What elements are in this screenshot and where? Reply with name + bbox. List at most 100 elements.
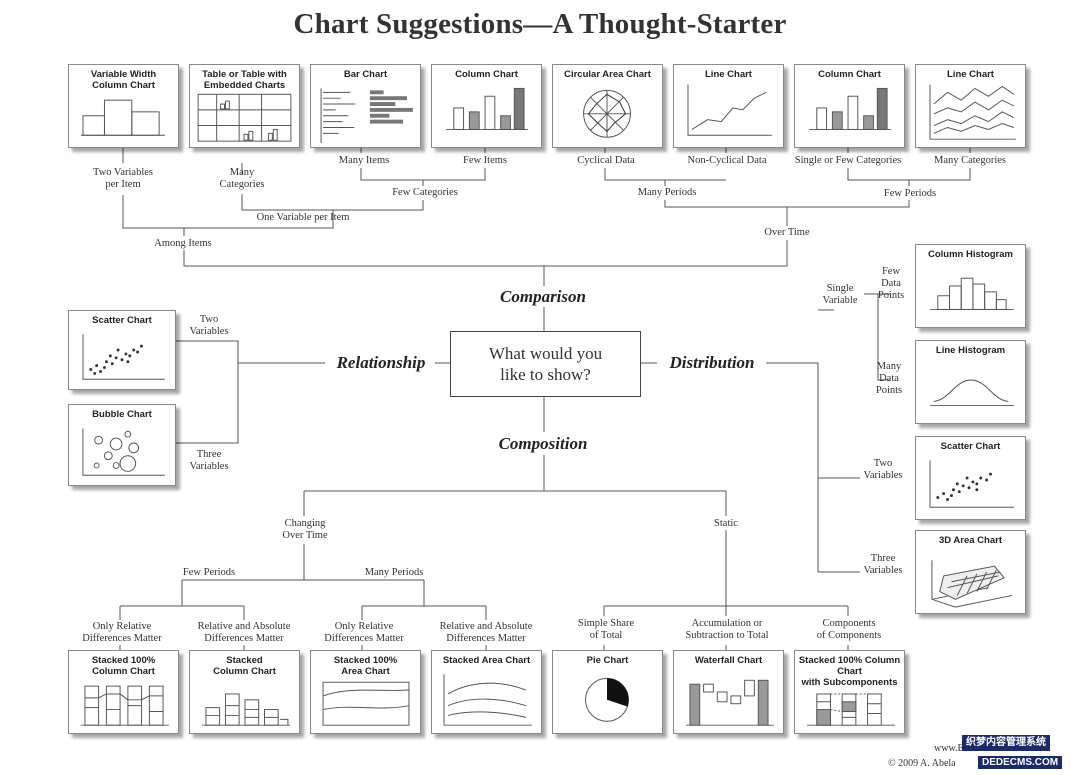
card-title: Stacked 100% Column Chart bbox=[91, 655, 156, 677]
card-title: 3D Area Chart bbox=[938, 535, 1002, 546]
label-over-time: Over Time bbox=[764, 227, 810, 238]
label-relationship-two-variables: Two Variables bbox=[189, 314, 229, 337]
credit-url: www.Ex bbox=[934, 743, 969, 754]
card-title: Variable Width Column Chart bbox=[90, 69, 157, 91]
card-title: Scatter Chart bbox=[92, 315, 152, 326]
card-pie-chart: Pie Chart bbox=[552, 650, 663, 734]
watermark-en: DEDECMS.COM bbox=[978, 756, 1063, 769]
card-title: Column Chart bbox=[818, 69, 881, 80]
stacked-column-icon bbox=[202, 693, 290, 726]
label-non-cyclical-data: Non-Cyclical Data bbox=[687, 155, 767, 166]
card-line-histogram: Line Histogram bbox=[915, 340, 1026, 424]
label-few-data-points: Few Data Points bbox=[877, 266, 905, 301]
credit-copyright: © 2009 A. Abela bbox=[888, 758, 956, 769]
card-stacked-100-column: Stacked 100% Column Chart bbox=[68, 650, 179, 734]
card-bar-chart: Bar Chart bbox=[310, 64, 421, 148]
card-title: Table or Table with Embedded Charts bbox=[202, 69, 287, 91]
card-table-embedded-charts: Table or Table with Embedded Charts bbox=[189, 64, 300, 148]
card-column-chart-few-items: Column Chart bbox=[431, 64, 542, 148]
label-many-items: Many Items bbox=[338, 155, 390, 166]
label-distribution-two-variables: Two Variables bbox=[863, 458, 903, 481]
card-bubble-chart: Bubble Chart bbox=[68, 404, 176, 486]
label-many-categories-table: Many Categories bbox=[219, 167, 265, 190]
line-chart-icon bbox=[687, 84, 772, 136]
label-one-variable-per-item: One Variable per Item bbox=[256, 212, 350, 223]
card-title: Bar Chart bbox=[343, 69, 388, 80]
label-only-relative-2: Only Relative Differences Matter bbox=[324, 621, 404, 644]
label-many-categories: Many Categories bbox=[933, 155, 1007, 166]
card-title: Line Chart bbox=[947, 69, 994, 80]
card-title: Line Histogram bbox=[935, 345, 1006, 356]
card-circular-area-chart: Circular Area Chart bbox=[552, 64, 663, 148]
center-question-box: What would you like to show? bbox=[450, 331, 641, 397]
label-cyclical-data: Cyclical Data bbox=[577, 155, 635, 166]
stacked-100-area-icon bbox=[322, 681, 410, 726]
label-many-periods-top: Many Periods bbox=[637, 187, 697, 198]
card-waterfall-chart: Waterfall Chart bbox=[673, 650, 784, 734]
card-title: Circular Area Chart bbox=[564, 69, 651, 80]
watermark-cn: 织梦内容管理系统 bbox=[962, 735, 1050, 751]
stacked-area-icon bbox=[443, 674, 532, 726]
label-few-periods-top: Few Periods bbox=[883, 188, 937, 199]
card-stacked-column: Stacked Column Chart bbox=[189, 650, 300, 734]
label-single-variable: Single Variable bbox=[822, 283, 858, 306]
label-components: Components of Components bbox=[816, 618, 882, 641]
stacked-100-column-icon bbox=[81, 685, 169, 726]
card-scatter-distribution: Scatter Chart bbox=[915, 436, 1026, 520]
radar-chart-icon bbox=[583, 89, 631, 138]
line-histogram-icon bbox=[929, 379, 1014, 406]
card-column-histogram: Column Histogram bbox=[915, 244, 1026, 328]
variable-width-column-icon bbox=[81, 99, 165, 136]
card-stacked-100-area: Stacked 100% Area Chart bbox=[310, 650, 421, 734]
label-few-items: Few Items bbox=[462, 155, 508, 166]
card-title: Stacked Column Chart bbox=[213, 655, 276, 677]
label-many-periods-bottom: Many Periods bbox=[364, 567, 424, 578]
category-relationship: Relationship bbox=[336, 353, 426, 372]
card-line-chart-many: Line Chart bbox=[915, 64, 1026, 148]
bar-chart-icon bbox=[320, 88, 413, 144]
label-among-items: Among Items bbox=[154, 238, 212, 249]
card-title: Waterfall Chart bbox=[694, 655, 763, 666]
card-title: Scatter Chart bbox=[940, 441, 1001, 452]
card-line-chart-noncyclical: Line Chart bbox=[673, 64, 784, 148]
3d-area-chart-icon bbox=[931, 560, 1013, 608]
multi-line-chart-icon bbox=[929, 84, 1016, 140]
card-stacked-100-subcomponents: Stacked 100% Column Chart with Subcompon… bbox=[794, 650, 905, 734]
column-chart-icon bbox=[808, 87, 891, 130]
label-accumulation: Accumulation or Subtraction to Total bbox=[685, 618, 769, 641]
card-scatter-relationship: Scatter Chart bbox=[68, 310, 176, 390]
card-title: Stacked Area Chart bbox=[442, 655, 531, 666]
table-icon bbox=[197, 93, 292, 142]
label-static: Static bbox=[714, 518, 738, 529]
label-relationship-three-variables: Three Variables bbox=[189, 449, 229, 472]
card-3d-area-chart: 3D Area Chart bbox=[915, 530, 1026, 614]
pie-chart-icon bbox=[585, 677, 629, 722]
label-few-periods-bottom: Few Periods bbox=[182, 567, 236, 578]
waterfall-chart-icon bbox=[686, 679, 774, 726]
column-histogram-icon bbox=[929, 277, 1014, 310]
label-two-variables-per-item: Two Variables per Item bbox=[92, 167, 154, 190]
bubble-chart-icon bbox=[82, 428, 165, 476]
card-title: Pie Chart bbox=[586, 655, 629, 666]
label-single-or-few-categories: Single or Few Categories bbox=[794, 155, 902, 166]
category-composition: Composition bbox=[498, 434, 588, 453]
card-column-chart-periods: Column Chart bbox=[794, 64, 905, 148]
category-distribution: Distribution bbox=[669, 353, 755, 372]
label-simple-share: Simple Share of Total bbox=[577, 618, 635, 641]
scatter-chart-icon bbox=[929, 460, 1014, 508]
column-chart-icon bbox=[445, 87, 528, 130]
label-relative-absolute-1: Relative and Absolute Differences Matter bbox=[197, 621, 291, 644]
label-distribution-three-variables: Three Variables bbox=[863, 553, 903, 576]
card-title: Column Histogram bbox=[928, 249, 1013, 260]
category-comparison: Comparison bbox=[500, 287, 586, 306]
page-title: Chart Suggestions—A Thought-Starter bbox=[293, 8, 787, 40]
card-stacked-area: Stacked Area Chart bbox=[431, 650, 542, 734]
card-title: Stacked 100% Area Chart bbox=[333, 655, 398, 677]
card-title: Stacked 100% Column Chart with Subcompon… bbox=[798, 655, 901, 688]
label-changing-over-time: Changing Over Time bbox=[282, 518, 328, 541]
card-variable-width-column-chart: Variable Width Column Chart bbox=[68, 64, 179, 148]
label-many-data-points: Many Data Points bbox=[875, 361, 903, 396]
card-title: Bubble Chart bbox=[92, 409, 152, 420]
label-few-categories: Few Categories bbox=[392, 187, 458, 198]
